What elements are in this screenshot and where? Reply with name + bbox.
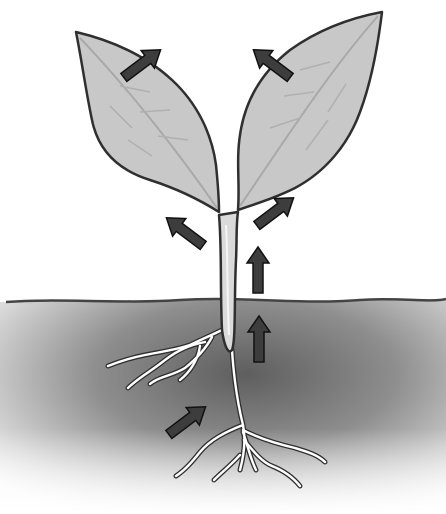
leaf-right: [238, 12, 382, 210]
stem: [219, 212, 238, 351]
arrow-icon: [160, 209, 210, 254]
leaf-icon: [238, 12, 382, 210]
arrow-icon: [247, 247, 269, 293]
